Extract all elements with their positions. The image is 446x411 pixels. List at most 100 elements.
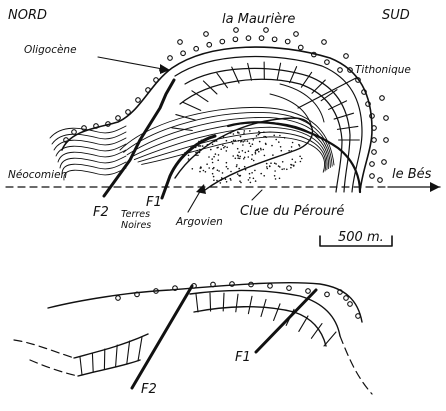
stipple-dot xyxy=(278,165,280,167)
oligocene-leader-head xyxy=(160,64,170,74)
stipple-dot xyxy=(244,140,246,142)
lower-oligocene-circle xyxy=(306,289,311,294)
stipple-dot xyxy=(203,170,205,172)
lower-rib xyxy=(236,294,238,312)
stipple-dot xyxy=(231,141,233,143)
stipple-dot xyxy=(222,178,224,180)
stipple-dot xyxy=(249,177,251,179)
stipple-dot xyxy=(213,167,215,169)
stipple-dot xyxy=(213,176,215,178)
stipple-dot xyxy=(222,172,224,174)
stipple-dot xyxy=(251,154,253,156)
stipple-dot xyxy=(224,146,226,148)
oligocene-circle xyxy=(204,32,209,37)
stipple-dot xyxy=(235,140,237,142)
stipple-dot xyxy=(208,156,210,158)
stipple-dot xyxy=(263,175,265,177)
stipple-dot xyxy=(238,140,240,142)
oligocene-circle xyxy=(116,116,121,121)
stipple-dot xyxy=(220,148,222,150)
stipple-dot xyxy=(255,152,257,154)
stipple-dot xyxy=(235,158,237,160)
stipple-dot xyxy=(298,144,300,146)
stipple-dot xyxy=(207,144,209,146)
terres-noires-label-2: Noires xyxy=(121,220,151,231)
stipple-dot xyxy=(226,140,228,142)
oligocene-circle xyxy=(285,39,290,44)
stipple-dot xyxy=(232,143,234,145)
lower-rib xyxy=(127,341,130,364)
oligocene-circle xyxy=(272,37,277,42)
oligocene-circle xyxy=(322,40,327,45)
stipple-dot xyxy=(188,155,190,157)
stipple-dot xyxy=(266,166,268,168)
stipple-dot xyxy=(222,145,224,147)
stipple-dot xyxy=(239,156,241,158)
stipple-dot xyxy=(208,167,210,169)
stipple-dot xyxy=(286,169,288,171)
oligocene-circle xyxy=(370,174,375,179)
stipple-dot xyxy=(275,139,277,141)
stipple-dot xyxy=(284,137,286,139)
lower-oligocene-circle xyxy=(268,284,273,289)
stipple-dot xyxy=(200,145,202,147)
stipple-dot xyxy=(279,135,281,137)
stipple-dot xyxy=(237,132,239,134)
marl-layer xyxy=(142,137,325,172)
stipple-dot xyxy=(212,173,214,175)
stipple-dot xyxy=(263,149,265,151)
oligocene-circle xyxy=(264,28,269,33)
stipple-dot xyxy=(195,152,197,154)
stipple-dot xyxy=(213,156,215,158)
stipple-dot xyxy=(269,165,271,167)
stipple-dot xyxy=(244,157,246,159)
oligocene-circle xyxy=(259,36,264,41)
stipple-dot xyxy=(217,147,219,149)
stipple-dot xyxy=(292,159,294,161)
lower-oligocene-circle xyxy=(344,296,349,301)
marl-layer xyxy=(138,132,326,171)
oligocene-circle xyxy=(220,39,225,44)
stipple-dot xyxy=(258,131,260,133)
stipple-dot xyxy=(248,156,250,158)
stipple-dot xyxy=(239,158,241,160)
stipple-dot xyxy=(295,161,297,163)
fault-f2-label: F2 xyxy=(93,205,109,220)
river-label: le Bés xyxy=(392,167,432,182)
stipple-dot xyxy=(290,167,292,169)
lower-fault-f1-line xyxy=(256,290,316,352)
stipple-dot xyxy=(223,136,225,138)
oligocene-circle xyxy=(233,37,238,42)
stipple-dot xyxy=(293,165,295,167)
stipple-dot xyxy=(192,168,194,170)
oligocene-circle xyxy=(168,56,173,61)
oligocene-circle xyxy=(372,150,377,155)
oligocene-circle xyxy=(72,130,77,135)
fault-f1-label: F1 xyxy=(146,195,162,210)
lower-left-dashed-1 xyxy=(14,340,74,358)
lower-left-band-lower xyxy=(78,360,140,376)
lower-left-dashed-2 xyxy=(30,360,78,376)
stipple-dot xyxy=(226,150,228,152)
limestone-rib xyxy=(183,102,201,110)
argovien-label: Argovien xyxy=(175,216,223,228)
stipple-dot xyxy=(275,178,277,180)
stipple-dot xyxy=(260,173,262,175)
stipple-dot xyxy=(227,168,229,170)
stipple-dot xyxy=(255,164,257,166)
stipple-dot xyxy=(215,153,217,155)
lower-rib xyxy=(248,296,252,313)
limestone-rib xyxy=(248,63,252,80)
stipple-dot xyxy=(260,149,262,151)
stipple-dot xyxy=(253,160,255,162)
lower-reconstruction-section: F2 F1 xyxy=(14,282,372,397)
stipple-dot xyxy=(247,140,249,142)
stipple-dot xyxy=(233,133,235,135)
stipple-dot xyxy=(245,152,247,154)
stipple-dot xyxy=(233,140,235,142)
lower-rib xyxy=(80,357,82,375)
stipple-dot xyxy=(240,182,242,184)
oligocene-circle xyxy=(246,36,251,41)
stipple-dot xyxy=(270,162,272,164)
